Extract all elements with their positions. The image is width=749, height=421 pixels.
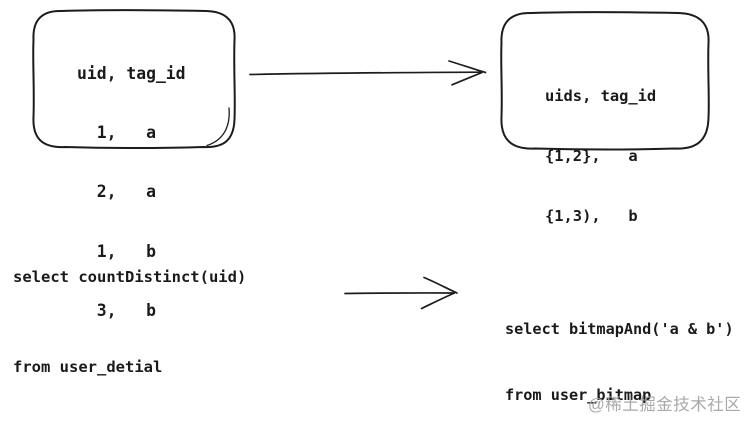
code-line: from user_bitmap	[505, 386, 652, 405]
result-table-box	[500, 11, 710, 151]
source-table-text: uid, tag_id 1, a 2, a 1, b 3, b	[77, 24, 186, 361]
table-line: {1,2}, a	[545, 147, 638, 165]
watermark: @稀土掘金技术社区	[588, 396, 742, 414]
code-line: select bitmapAnd('a & b')	[505, 319, 734, 338]
table-line: 3, b	[77, 301, 156, 321]
result-table-text: uids, tag_id {1,2}, a {1,3), b	[545, 46, 656, 266]
code-line: from user_detial	[13, 357, 163, 376]
source-table-box	[32, 9, 236, 149]
table-line: 1, b	[77, 241, 156, 261]
table-line: 2, a	[77, 182, 156, 202]
transform-arrow-bottom-icon	[344, 276, 458, 310]
table-line: {1,3), b	[545, 207, 638, 225]
transform-arrow-top-icon	[249, 60, 487, 86]
sql-query-count-distinct: select countDistinct(uid) from user_deti…	[13, 204, 284, 421]
code-line: select countDistinct(uid)	[13, 268, 247, 287]
table-line: uids, tag_id	[545, 87, 657, 105]
sql-query-bitmap-and: select bitmapAnd('a & b') from user_bitm…	[505, 273, 734, 421]
table-line: uid, tag_id	[77, 63, 186, 83]
table-line: 1, a	[77, 122, 156, 142]
